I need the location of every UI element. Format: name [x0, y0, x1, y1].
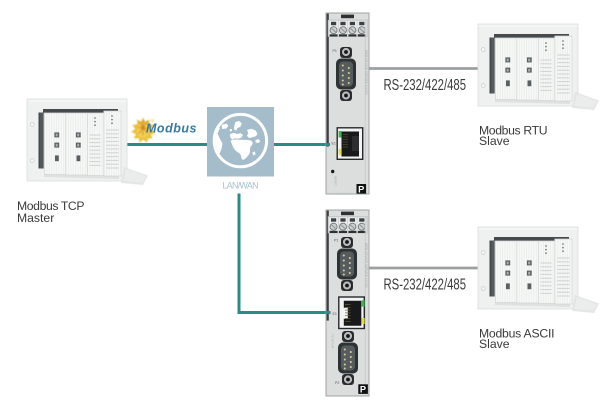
svg-text:WEB DEVICE SERVER 10/100: WEB DEVICE SERVER 10/100: [364, 243, 368, 288]
svg-text:Master: Master: [17, 211, 54, 225]
svg-text:RESET: RESET: [334, 176, 338, 186]
svg-text:E1: E1: [332, 142, 336, 146]
svg-text:P1: P1: [333, 49, 337, 53]
svg-text:RS-232/422/485: RS-232/422/485: [384, 277, 467, 294]
svg-text:P2 SETUP: P2 SETUP: [331, 334, 335, 349]
svg-text:RS-232/422/485: RS-232/422/485: [384, 77, 467, 94]
svg-text:Slave: Slave: [479, 134, 510, 148]
svg-text:Slave: Slave: [479, 337, 510, 351]
svg-text:P2: P2: [335, 381, 339, 385]
svg-text:Modbus: Modbus: [146, 122, 197, 136]
svg-text:P: P: [360, 385, 366, 395]
svg-text:P1: P1: [334, 239, 338, 243]
svg-text:P: P: [358, 184, 364, 194]
svg-text:E1: E1: [333, 312, 337, 316]
svg-text:Modbus ASCII: Modbus ASCII: [479, 327, 555, 341]
svg-text:WEB DEVICE SERVER 10/100: WEB DEVICE SERVER 10/100: [364, 50, 368, 95]
svg-text:Modbus RTU: Modbus RTU: [479, 124, 548, 138]
svg-text:Modbus TCP: Modbus TCP: [17, 199, 85, 213]
svg-text:LAN/WAN: LAN/WAN: [223, 181, 259, 191]
